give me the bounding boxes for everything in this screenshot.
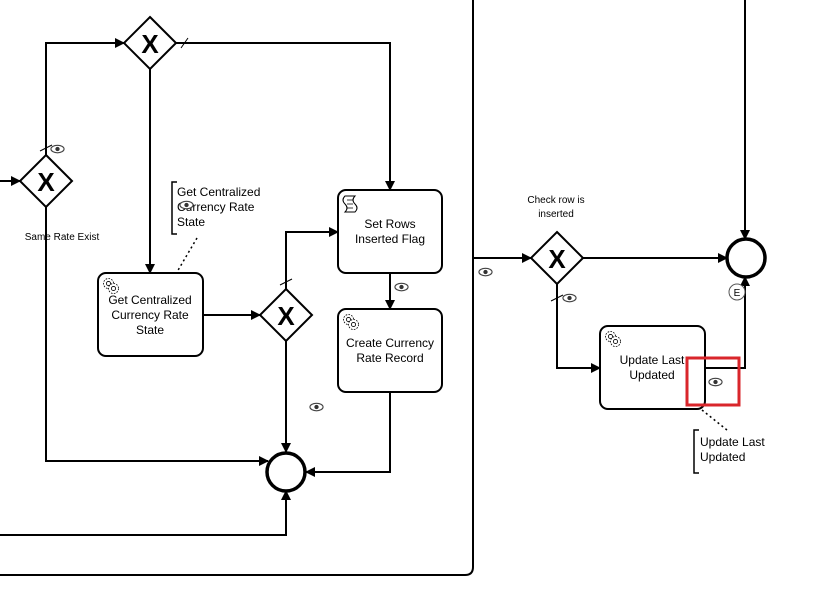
end-marker: E — [728, 283, 746, 301]
svg-text:Get Centralized: Get Centralized — [177, 185, 260, 199]
svg-text:X: X — [277, 301, 295, 331]
highlight-box — [685, 356, 741, 407]
eye-icon[interactable] — [50, 144, 65, 154]
eye-icon[interactable] — [708, 377, 723, 387]
svg-text:Rate Record: Rate Record — [356, 351, 423, 365]
gateway-label-same-rate-exist: Same Rate Exist — [25, 232, 100, 243]
eye-icon[interactable] — [394, 282, 409, 292]
svg-text:Currency Rate: Currency Rate — [177, 200, 255, 214]
end-event-right[interactable] — [725, 237, 767, 279]
svg-text:Updated: Updated — [629, 368, 674, 382]
svg-text:Set Rows: Set Rows — [364, 217, 415, 231]
svg-text:X: X — [548, 244, 566, 274]
gateway-check-row[interactable]: X — [529, 230, 585, 286]
subprocess-border — [0, 0, 474, 576]
svg-text:Inserted Flag: Inserted Flag — [355, 232, 425, 246]
svg-text:Update Last: Update Last — [620, 353, 685, 367]
svg-text:E: E — [734, 288, 741, 299]
svg-text:Create Currency: Create Currency — [346, 336, 434, 350]
svg-text:Updated: Updated — [700, 450, 745, 464]
script-icon — [342, 195, 358, 213]
task-get-centralized-currency-rate-state[interactable]: Get Centralized Currency Rate State — [97, 272, 204, 357]
svg-text:Get Centralized: Get Centralized — [108, 293, 191, 307]
task-create-currency-rate-record[interactable]: Create Currency Rate Record — [337, 308, 443, 393]
gateway-top[interactable]: X — [122, 15, 178, 71]
svg-text:State: State — [136, 323, 164, 337]
gateway-same-rate-exist[interactable]: X — [18, 153, 74, 209]
task-set-rows-inserted-flag[interactable]: Set Rows Inserted Flag — [337, 189, 443, 274]
eye-icon[interactable] — [309, 402, 324, 412]
eye-icon[interactable] — [179, 200, 194, 210]
association-line — [176, 237, 198, 273]
association-line — [701, 409, 728, 431]
end-event-left[interactable] — [265, 451, 307, 493]
gateway-mid[interactable]: X — [258, 287, 314, 343]
svg-text:Update Last: Update Last — [700, 435, 765, 449]
annotation-update-last[interactable]: Update Last Updated — [693, 429, 765, 474]
gateway-label-check-row-1: Check row is — [527, 195, 584, 206]
task-update-last-updated[interactable]: Update Last Updated — [599, 325, 706, 410]
gateway-label-check-row-2: inserted — [538, 209, 574, 220]
svg-text:Currency Rate: Currency Rate — [111, 308, 189, 322]
eye-icon[interactable] — [478, 267, 493, 277]
annotation-get-crs[interactable]: Get Centralized Currency Rate State — [171, 181, 260, 235]
svg-text:State: State — [177, 215, 205, 229]
svg-text:X: X — [141, 29, 159, 59]
eye-icon[interactable] — [562, 293, 577, 303]
sequence-flows — [0, 0, 750, 536]
svg-text:X: X — [37, 167, 55, 197]
